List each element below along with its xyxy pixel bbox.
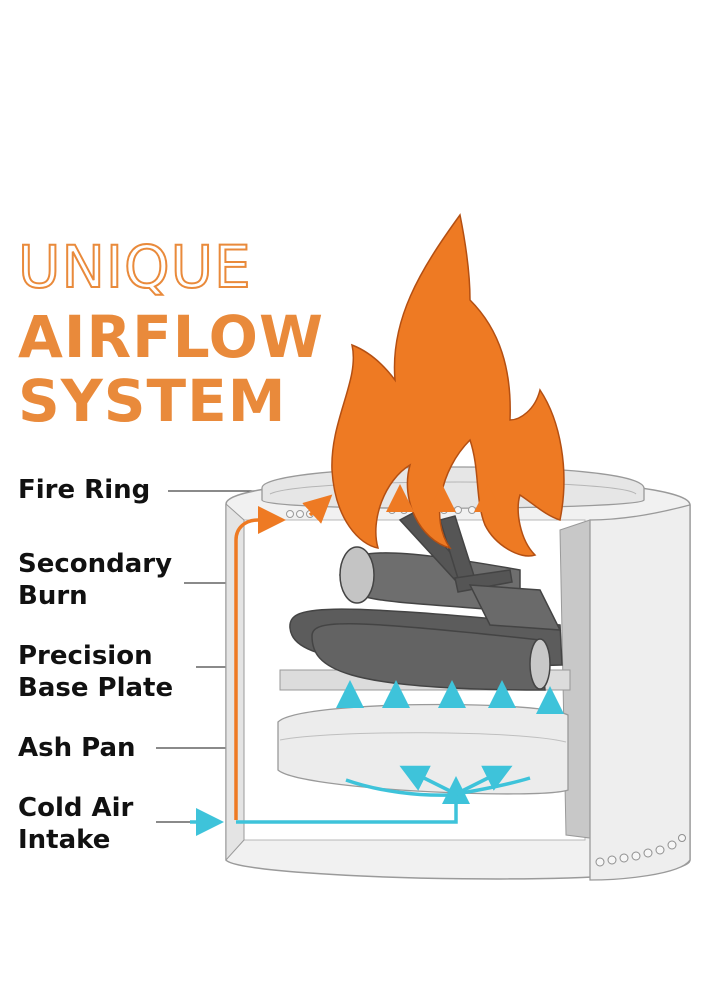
heading-unique: UNIQUE bbox=[17, 233, 252, 301]
cold-air-airflow bbox=[190, 680, 564, 836]
secondary-burn-airflow bbox=[234, 484, 502, 820]
heading-system: SYSTEM bbox=[18, 367, 287, 435]
label-ash-pan: Ash Pan bbox=[18, 733, 136, 763]
logs bbox=[289, 511, 563, 691]
flame bbox=[331, 213, 565, 557]
bottom-vent-holes bbox=[595, 834, 686, 867]
heading-airflow: AIRFLOW bbox=[18, 303, 324, 371]
label-fire-ring: Fire Ring bbox=[18, 475, 151, 505]
